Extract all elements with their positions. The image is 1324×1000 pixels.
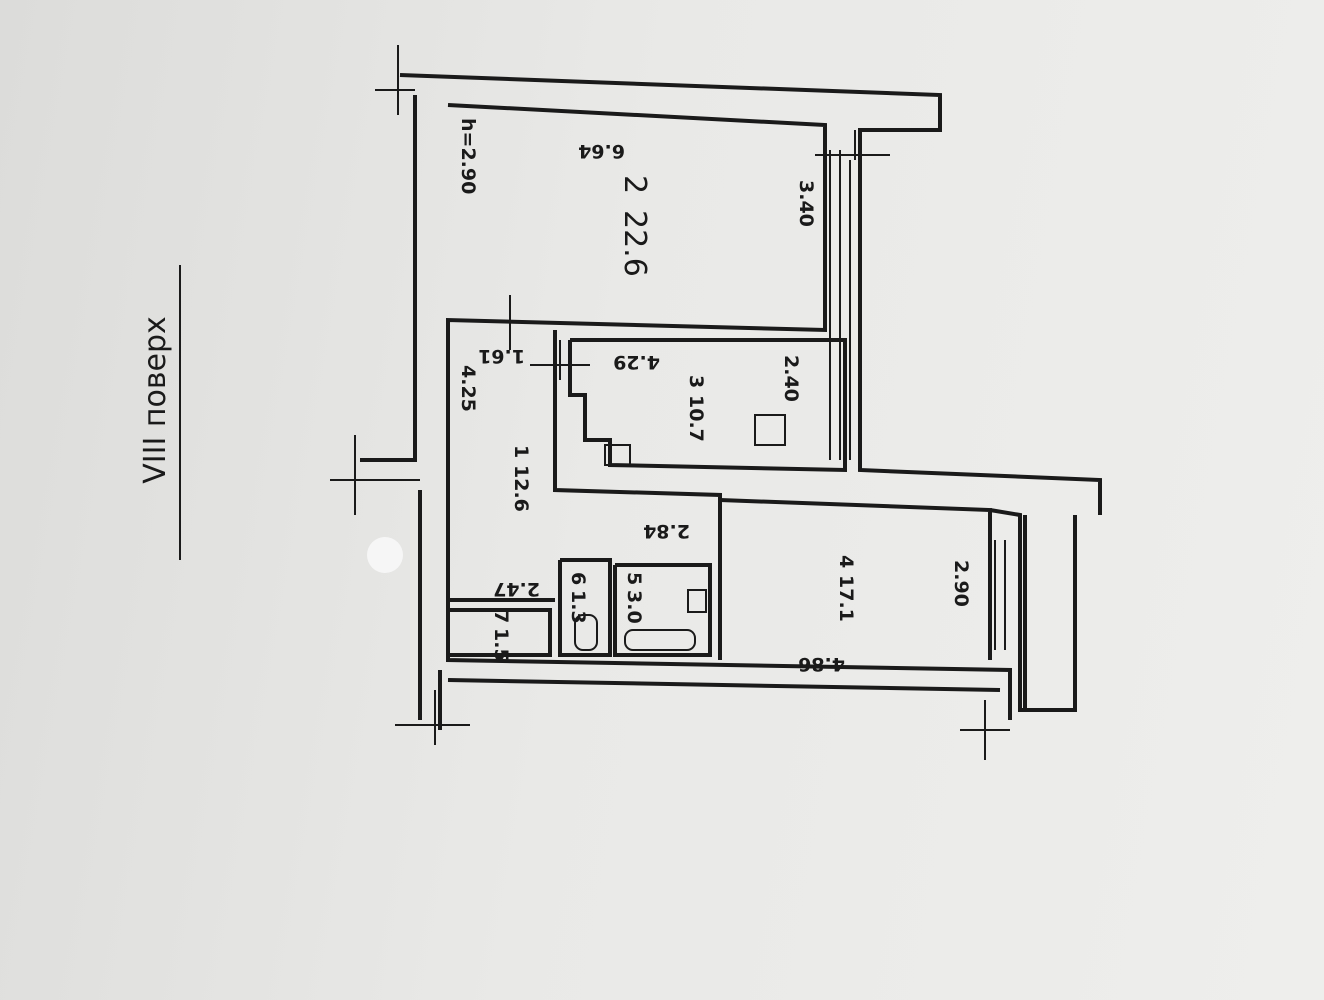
room-area: 22.6 xyxy=(617,210,652,277)
room-area: 3.0 xyxy=(623,590,645,624)
dim-room2-width: 3.40 xyxy=(795,180,817,227)
room-4: 4 17.1 xyxy=(835,555,857,622)
walls xyxy=(330,45,1102,760)
ceiling-height: h=2.90 xyxy=(457,118,479,194)
room-number: 2 xyxy=(617,175,652,194)
room-number: 7 xyxy=(490,610,512,623)
dim-room4-width: 2.90 xyxy=(950,560,972,607)
room-2: 2 22.6 xyxy=(617,175,652,277)
sink-icon xyxy=(687,589,707,613)
dim-corridor-length: 2.84 xyxy=(643,520,690,542)
toilet-icon xyxy=(574,614,598,651)
room-area: 12.6 xyxy=(510,465,532,512)
dim-room2-length: 6.64 xyxy=(578,140,625,162)
room-number: 1 xyxy=(510,445,532,458)
room-7: 7 1.5 xyxy=(490,610,512,662)
room-area: 1.5 xyxy=(490,628,512,662)
room-1: 1 12.6 xyxy=(510,445,532,512)
stove-icon xyxy=(754,414,786,446)
glare-spot xyxy=(367,537,403,573)
floor-title: VIII поверх xyxy=(138,316,173,484)
room-number: 5 xyxy=(623,572,645,585)
room-5: 5 3.0 xyxy=(623,572,645,624)
dim-room3-width: 2.40 xyxy=(780,355,802,402)
dim-room7-width: 2.47 xyxy=(493,578,540,600)
room-6: 6 1.3 xyxy=(567,572,589,624)
room-area: 1.3 xyxy=(567,590,589,624)
room-3: 3 10.7 xyxy=(685,375,707,442)
dim-room1-width: 1.61 xyxy=(478,345,525,367)
dim-room4-length: 4.86 xyxy=(798,653,845,675)
bathtub-icon xyxy=(624,629,696,651)
room-area: 10.7 xyxy=(685,395,707,442)
dim-room3-length: 4.29 xyxy=(613,351,660,373)
room-number: 4 xyxy=(835,555,857,568)
room-number: 6 xyxy=(567,572,589,585)
dim-room1-length: 4.25 xyxy=(457,365,479,412)
room-number: 3 xyxy=(685,375,707,388)
room-area: 17.1 xyxy=(835,575,857,622)
dimensions: h=2.90 6.64 3.40 4.29 2.40 4.25 1.61 2.8… xyxy=(457,118,972,675)
